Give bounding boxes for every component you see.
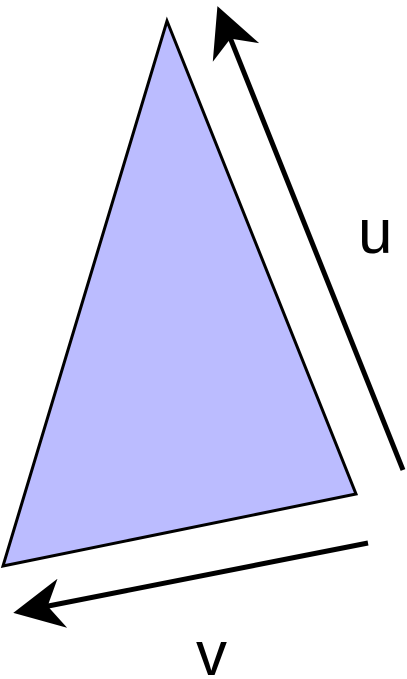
vector-v-arrow <box>13 540 369 628</box>
triangle <box>0 16 359 568</box>
vector-v-label: v <box>196 620 227 679</box>
vector-u-arrow <box>212 6 406 471</box>
vector-u-label: u <box>358 198 392 267</box>
